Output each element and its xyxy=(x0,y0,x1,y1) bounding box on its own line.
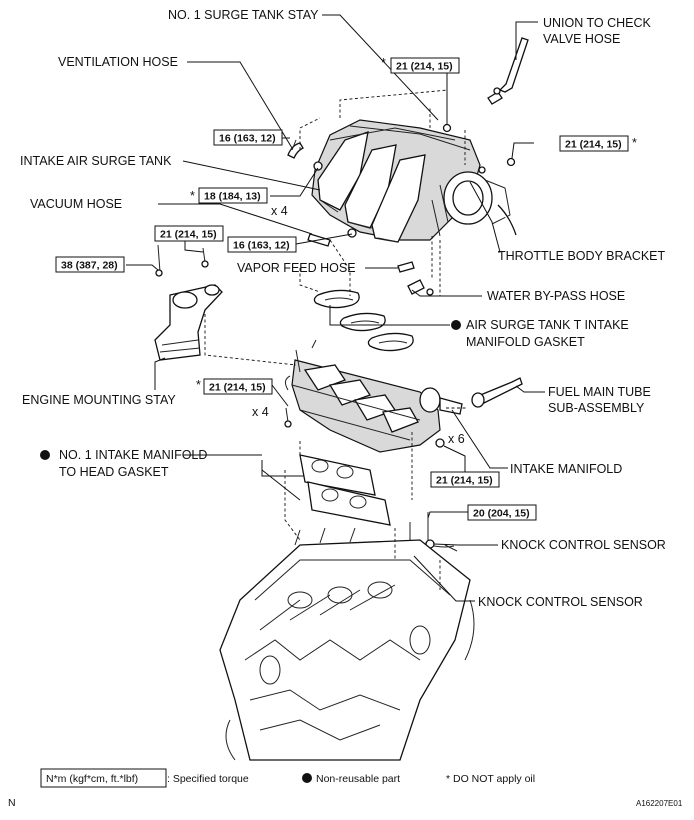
torque-value: 18 (184, 13) xyxy=(204,191,261,203)
surge-tank-gasket-part xyxy=(313,289,414,352)
multiplier-x6: x 6 xyxy=(448,432,465,446)
legend-no-oil: * DO NOT apply oil xyxy=(446,773,535,785)
torque-value: 21 (214, 15) xyxy=(209,382,266,394)
marks: * * * * x 4 x 4 x 6 xyxy=(190,56,637,446)
label-throttle-body-bracket: THROTTLE BODY BRACKET xyxy=(498,249,666,263)
label-ventilation-hose: VENTILATION HOSE xyxy=(58,55,178,69)
bullet-icon xyxy=(302,773,312,783)
label-vapor-feed-hose: VAPOR FEED HOSE xyxy=(237,261,356,275)
label-knock-sensor-1: KNOCK CONTROL SENSOR xyxy=(501,538,666,552)
label-fuel-main-tube-1: FUEL MAIN TUBE xyxy=(548,385,651,399)
label-water-bypass-hose: WATER BY-PASS HOSE xyxy=(487,289,625,303)
nonreusable-marks xyxy=(40,320,461,460)
legend-nonreusable: Non-reusable part xyxy=(316,773,400,785)
label-surge-tank-stay: NO. 1 SURGE TANK STAY xyxy=(168,8,319,22)
ventilation-hose-part xyxy=(287,139,304,159)
star-mark: * xyxy=(196,378,201,392)
engine-block-part xyxy=(219,527,475,761)
star-mark: * xyxy=(190,189,195,203)
legend-torque-unit: N*m (kgf*cm, ft.*lbf) xyxy=(46,773,138,785)
labels: NO. 1 SURGE TANK STAY UNION TO CHECK VAL… xyxy=(20,8,666,609)
torque-value: 21 (214, 15) xyxy=(160,229,217,241)
fuel-main-tube-part xyxy=(471,377,523,408)
multiplier-x4: x 4 xyxy=(271,204,288,218)
intake-manifold-part xyxy=(284,339,463,453)
label-knock-sensor-2: KNOCK CONTROL SENSOR xyxy=(478,595,643,609)
torque-value: 16 (163, 12) xyxy=(219,133,276,145)
union-hose-part xyxy=(442,37,529,133)
label-air-surge-gasket-2: MANIFOLD GASKET xyxy=(466,335,585,349)
label-head-gasket-1: NO. 1 INTAKE MANIFOLD xyxy=(59,448,207,462)
multiplier-x4: x 4 xyxy=(252,405,269,419)
star-mark: * xyxy=(632,136,637,150)
torque-value: 16 (163, 12) xyxy=(233,240,290,252)
bullet-icon xyxy=(451,320,461,330)
label-fuel-main-tube-2: SUB-ASSEMBLY xyxy=(548,401,645,415)
head-gasket-part xyxy=(299,454,391,526)
torque-value: 21 (214, 15) xyxy=(565,139,622,151)
label-union-check-1: UNION TO CHECK xyxy=(543,16,652,30)
torque-value: 20 (204, 15) xyxy=(473,508,530,520)
throttle-body-part xyxy=(431,157,517,237)
legend-torque-text: : Specified torque xyxy=(167,773,249,785)
engine-mounting-stay-part xyxy=(154,244,223,361)
label-air-surge-gasket-1: AIR SURGE TANK T INTAKE xyxy=(466,318,629,332)
torque-boxes: 21 (214, 15) 16 (163, 12) 21 (214, 15) 1… xyxy=(55,57,629,521)
guide-lines xyxy=(204,89,466,590)
bullet-icon xyxy=(40,450,50,460)
torque-value: 21 (214, 15) xyxy=(396,61,453,73)
figure-code: A162207E01 xyxy=(636,799,683,808)
torque-legend-box xyxy=(40,768,167,788)
torque-value: 38 (387, 28) xyxy=(61,260,118,272)
label-engine-mounting-stay: ENGINE MOUNTING STAY xyxy=(22,393,176,407)
leader-lines xyxy=(126,14,545,602)
north-mark: N xyxy=(8,797,16,809)
torque-value: 21 (214, 15) xyxy=(436,475,493,487)
surge-tank-part xyxy=(311,119,481,243)
label-intake-manifold: INTAKE MANIFOLD xyxy=(510,462,622,476)
legend: N*m (kgf*cm, ft.*lbf) : Specified torque… xyxy=(40,768,535,788)
label-union-check-2: VALVE HOSE xyxy=(543,32,620,46)
small-hoses-part xyxy=(397,261,434,296)
label-vacuum-hose: VACUUM HOSE xyxy=(30,197,122,211)
star-mark: * xyxy=(381,56,386,70)
label-intake-air-surge-tank: INTAKE AIR SURGE TANK xyxy=(20,154,172,168)
label-head-gasket-2: TO HEAD GASKET xyxy=(59,465,169,479)
